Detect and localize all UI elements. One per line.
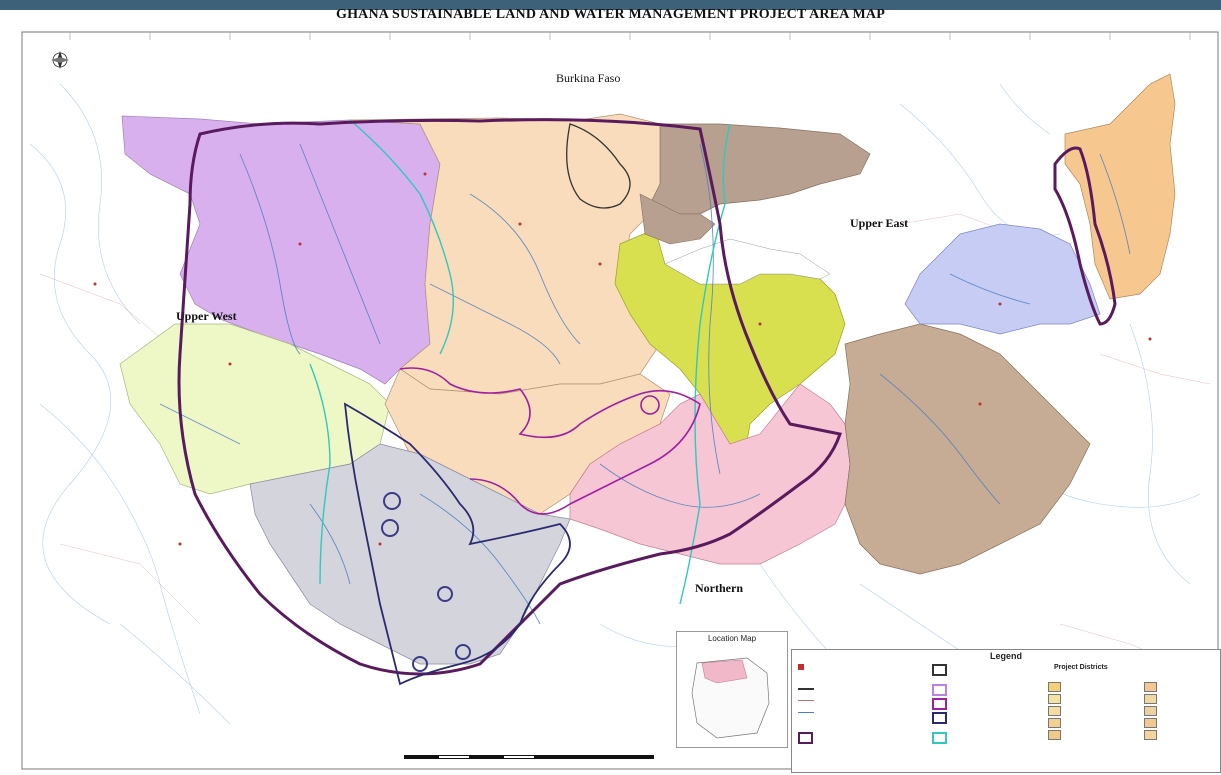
scale-bar — [404, 755, 654, 759]
legend-district-6 — [1144, 682, 1157, 692]
legend-district-4 — [1048, 718, 1061, 728]
map-legend: Legend Project Districts — [791, 649, 1221, 773]
district-grey-southwest — [249, 443, 571, 665]
graticule-ticks — [69, 32, 1191, 40]
district-orange-northeast — [1064, 73, 1176, 300]
label-northern: Northern — [695, 581, 743, 595]
site-markers — [381, 492, 471, 672]
legend-district-2 — [1048, 694, 1061, 704]
project-boundary-northeast — [1053, 146, 1117, 326]
project-boundary — [177, 118, 842, 676]
north-arrow-icon — [51, 51, 69, 69]
legend-basin-cyan — [932, 732, 947, 744]
legend-river — [798, 712, 814, 713]
site-marker-magenta — [640, 395, 660, 415]
legend-basin-black — [932, 664, 947, 676]
label-upper-east: Upper East — [850, 216, 908, 230]
legend-district-7 — [1144, 694, 1157, 704]
trunk-roads — [309, 119, 731, 605]
map-title: GHANA SUSTAINABLE LAND AND WATER MANAGEM… — [336, 7, 885, 22]
legend-district-10 — [1144, 730, 1157, 740]
legend-title: Legend — [989, 651, 1022, 661]
basin-boundary-magenta — [399, 367, 701, 515]
legend-road-feeder — [798, 700, 814, 701]
legend-road-trunk — [798, 688, 814, 690]
legend-district-9 — [1144, 718, 1157, 728]
district-brown-border — [639, 193, 716, 245]
legend-district-3 — [1048, 706, 1061, 716]
district-tan-east — [844, 323, 1091, 575]
legend-settlement — [798, 664, 804, 670]
legend-district-5 — [1048, 730, 1061, 740]
legend-district-8 — [1144, 706, 1157, 716]
inset-map — [691, 657, 770, 739]
project-area-map[interactable]: Burkina Faso Upper East Upper West North… — [0, 24, 1221, 775]
non-project-area — [664, 238, 831, 285]
legend-project-districts-title: Project Districts — [1054, 664, 1108, 671]
district-peach-north — [349, 113, 701, 395]
map-frame[interactable]: Burkina Faso Upper East Upper West North… — [0, 24, 1221, 775]
legend-basin-purple — [932, 684, 947, 696]
legend-district-1 — [1048, 682, 1061, 692]
inset-title: Location Map — [707, 634, 757, 643]
location-map-inset: Location Map — [676, 631, 788, 748]
legend-project-boundary — [798, 732, 813, 744]
label-upper-west: Upper West — [176, 309, 237, 323]
settlement-markers — [93, 172, 1152, 546]
label-burkina-faso: Burkina Faso — [556, 71, 620, 85]
title-bar — [0, 0, 1221, 10]
legend-basin-navy — [932, 712, 947, 724]
basin-boundary-dark — [566, 123, 631, 209]
basin-boundary-navy — [343, 402, 571, 686]
legend-basin-magenta — [932, 698, 947, 710]
rivers — [159, 143, 1131, 625]
district-blue-east — [904, 223, 1101, 335]
